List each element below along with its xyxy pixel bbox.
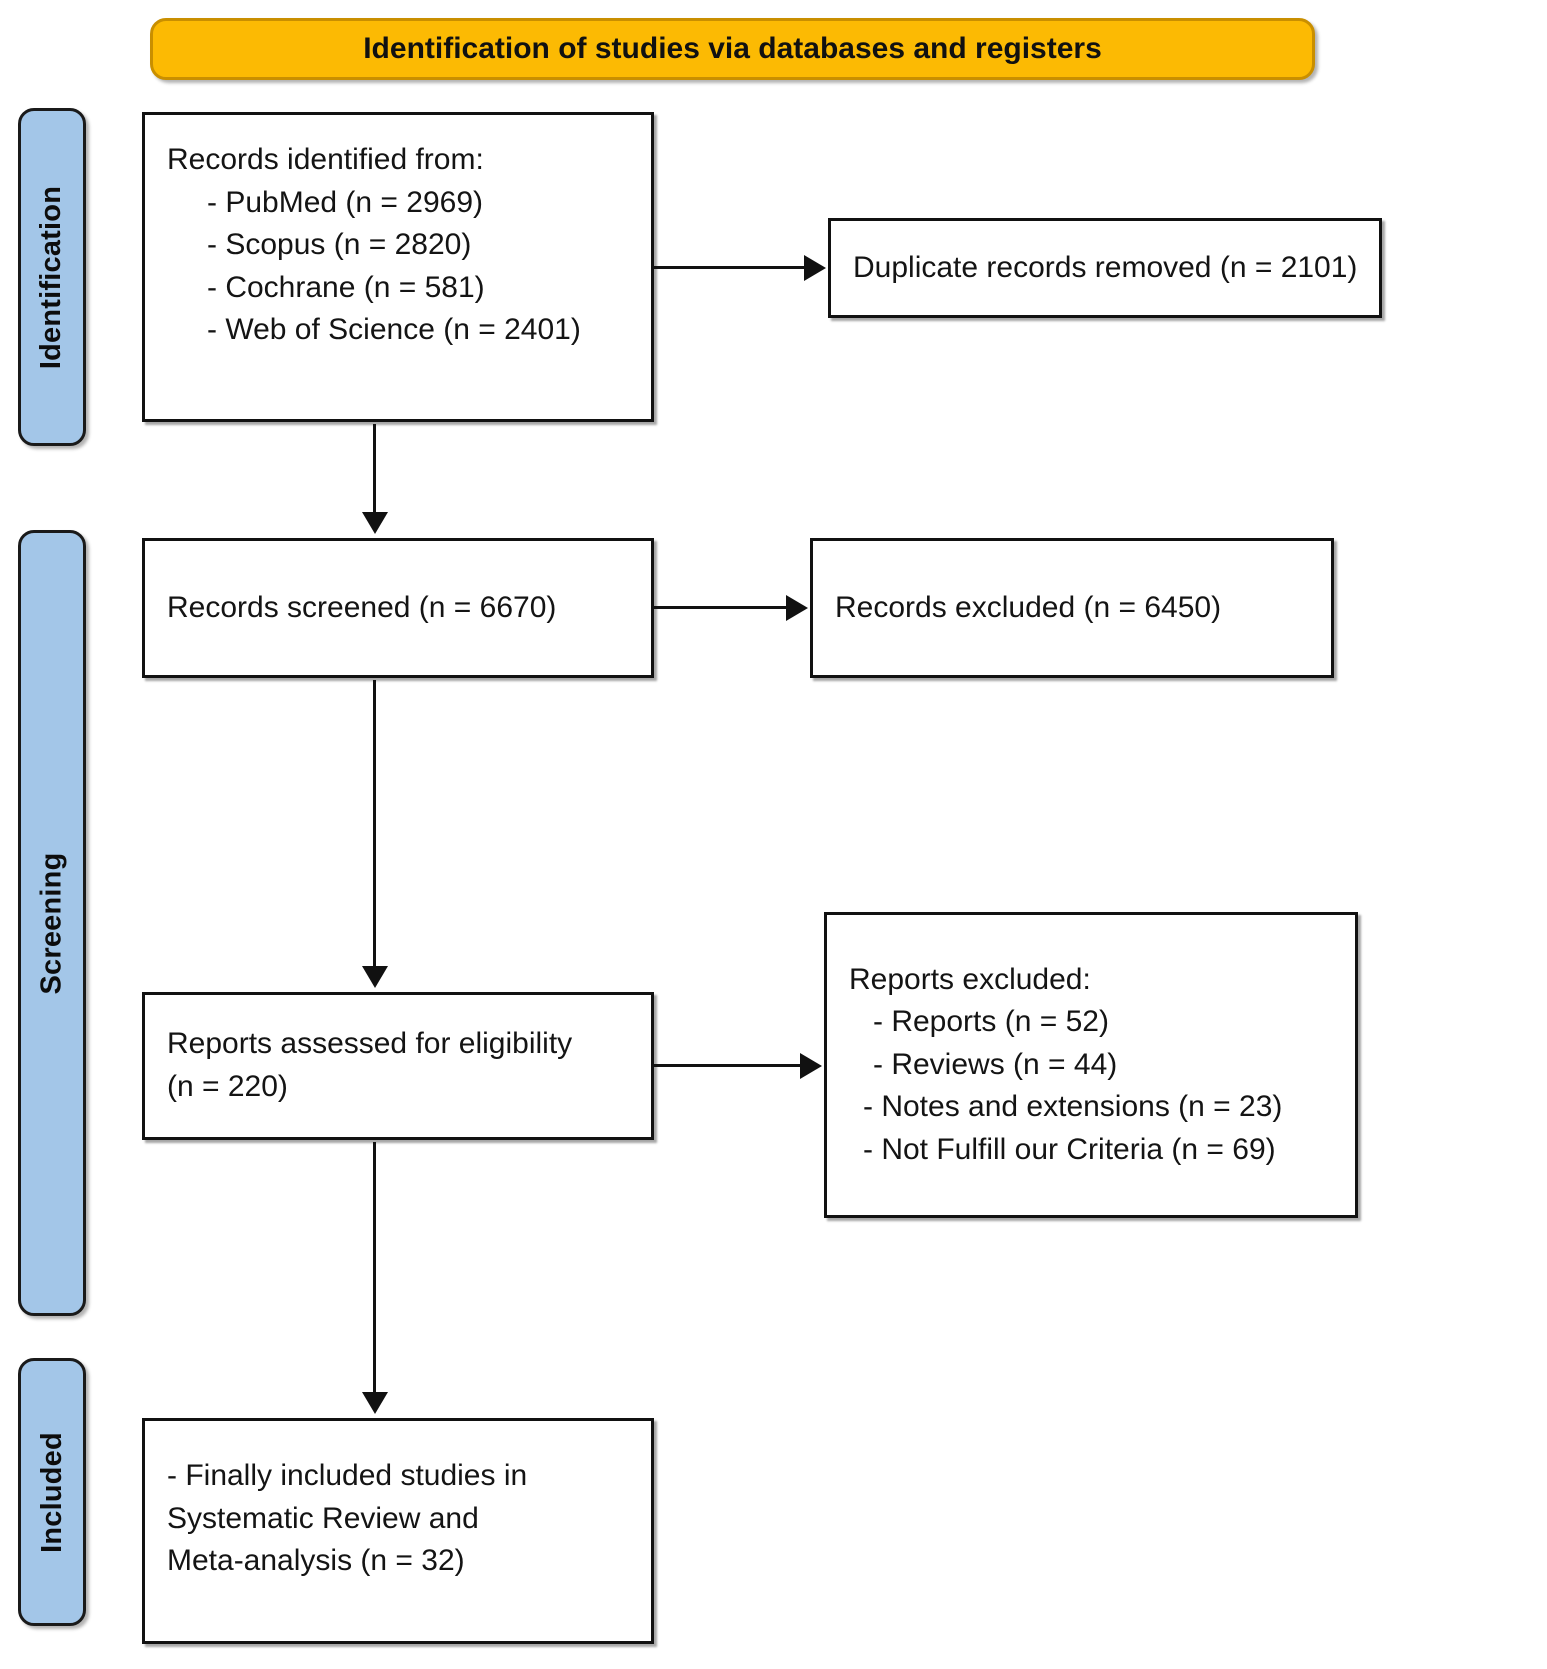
records-identified-item: - Cochrane (n = 581) [207, 270, 485, 304]
records-identified-heading: Records identified from: [167, 143, 484, 176]
arrowhead-assessed-to-reports-excluded [800, 1053, 822, 1079]
reports-excluded-item: - Not Fulfill our Criteria (n = 69) [863, 1132, 1276, 1166]
phase-label-included: Included [35, 1431, 68, 1553]
records-excluded-text: Records excluded (n = 6450) [835, 590, 1222, 624]
node-records-excluded: Records excluded (n = 6450) [810, 538, 1334, 678]
reports-assessed-line2: (n = 220) [167, 1070, 288, 1103]
phase-sidebar-identification: Identification [18, 108, 86, 446]
included-studies-line1: - Finally included studies in [167, 1459, 528, 1492]
arrowhead-identified-to-duplicates [804, 255, 826, 281]
connector-screened-to-excluded [654, 606, 786, 609]
node-included-studies: - Finally included studies in Systematic… [142, 1418, 654, 1644]
phase-label-screening: Screening [35, 851, 68, 995]
arrowhead-screened-to-assessed [362, 966, 388, 988]
phase-label-identification: Identification [35, 185, 68, 369]
arrowhead-identified-to-screened [362, 512, 388, 534]
records-screened-text: Records screened (n = 6670) [167, 590, 557, 624]
connector-assessed-to-included [373, 1142, 376, 1394]
records-identified-item: - PubMed (n = 2969) [207, 185, 483, 219]
reports-excluded-item: - Notes and extensions (n = 23) [863, 1090, 1283, 1124]
records-identified-item: - Web of Science (n = 2401) [207, 313, 581, 347]
reports-excluded-item: - Reviews (n = 44) [873, 1047, 1118, 1081]
records-identified-item: - Scopus (n = 2820) [207, 228, 472, 262]
included-studies-line3: Meta-analysis (n = 32) [167, 1544, 465, 1578]
connector-screened-to-assessed [373, 680, 376, 968]
phase-sidebar-included: Included [18, 1358, 86, 1626]
connector-identified-to-screened [373, 424, 376, 514]
diagram-title-banner: Identification of studies via databases … [150, 18, 1315, 80]
node-records-identified: Records identified from: - PubMed (n = 2… [142, 112, 654, 422]
arrowhead-assessed-to-included [362, 1392, 388, 1414]
included-studies-line2: Systematic Review and [167, 1501, 479, 1535]
reports-excluded-heading: Reports excluded: [849, 962, 1091, 996]
phase-sidebar-screening: Screening [18, 530, 86, 1316]
reports-assessed-line1: Reports assessed for eligibility [167, 1027, 573, 1061]
node-duplicate-records-removed: Duplicate records removed (n = 2101) [828, 218, 1382, 318]
connector-assessed-to-reports-excluded [654, 1064, 800, 1067]
arrowhead-screened-to-excluded [786, 595, 808, 621]
node-reports-excluded: Reports excluded: - Reports (n = 52) - R… [824, 912, 1358, 1218]
node-records-screened: Records screened (n = 6670) [142, 538, 654, 678]
node-reports-assessed: Reports assessed for eligibility (n = 22… [142, 992, 654, 1140]
connector-identified-to-duplicates [654, 266, 804, 269]
reports-excluded-item: - Reports (n = 52) [873, 1005, 1109, 1039]
duplicate-records-text: Duplicate records removed (n = 2101) [853, 250, 1358, 284]
diagram-title-text: Identification of studies via databases … [363, 32, 1102, 65]
